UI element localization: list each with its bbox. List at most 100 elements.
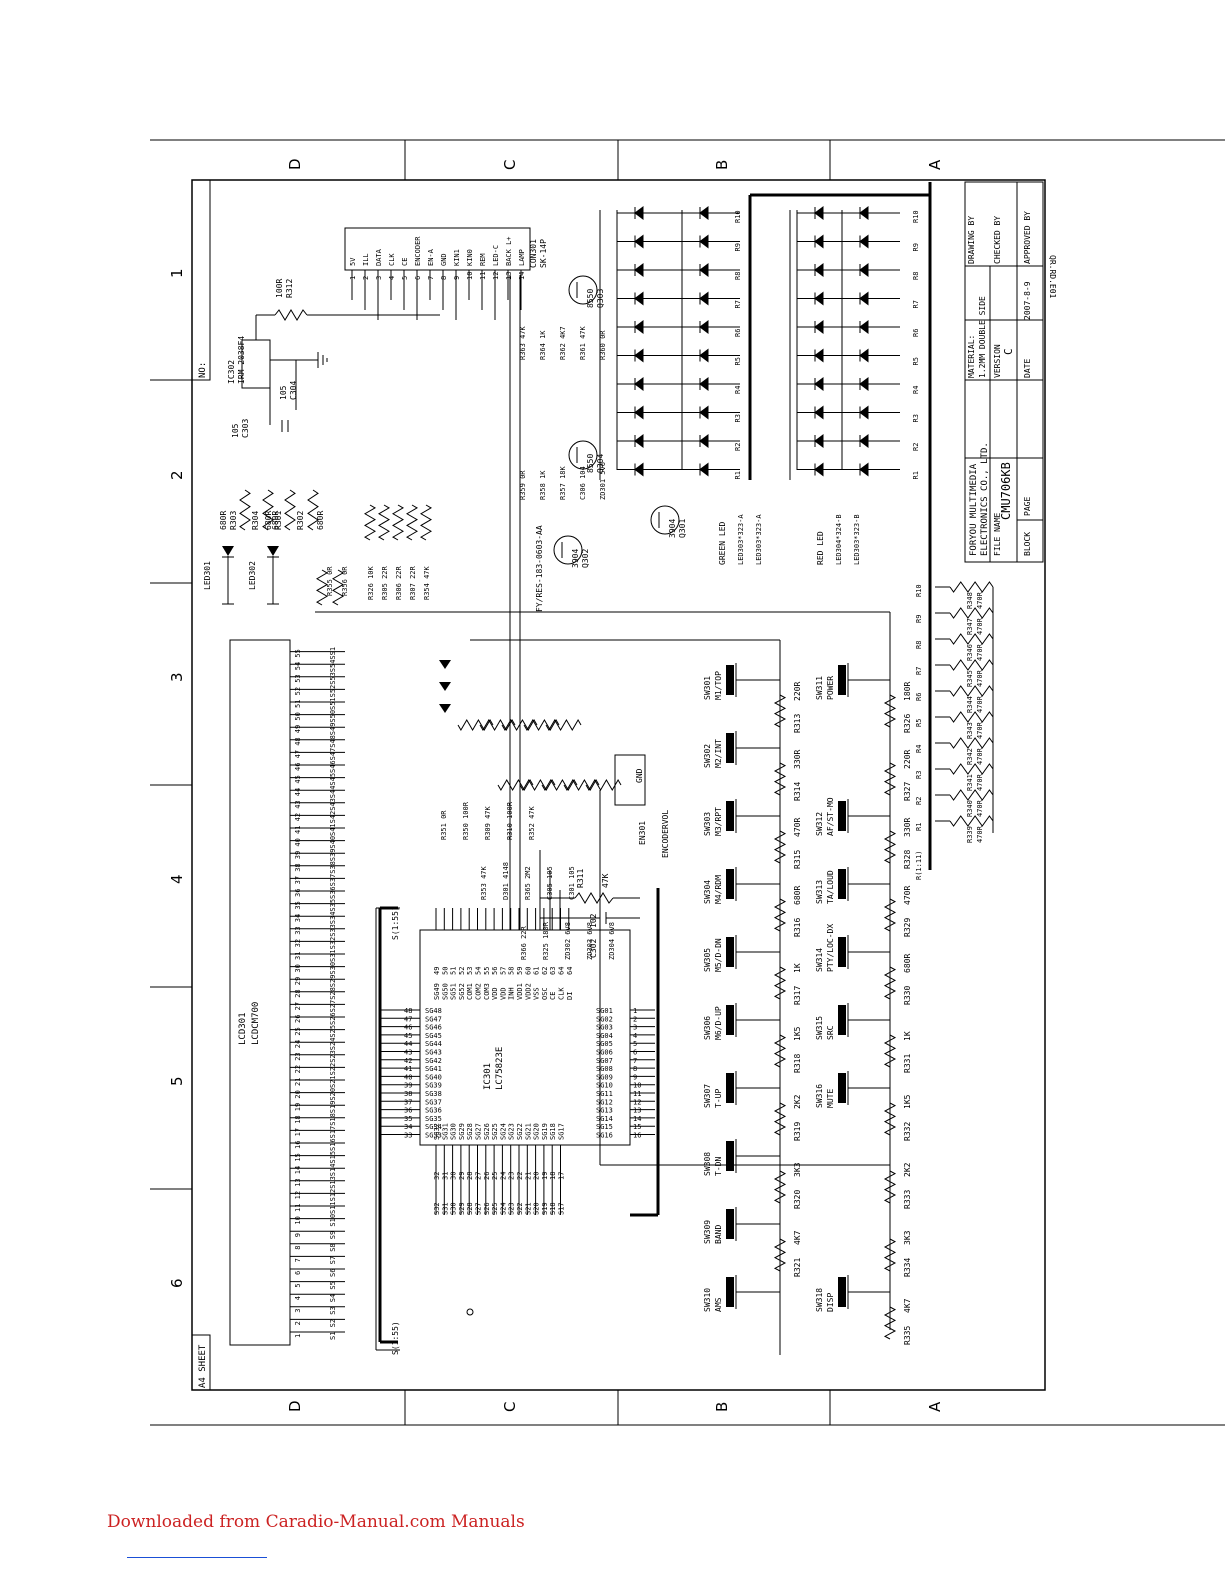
switch-label: POWER (826, 676, 835, 700)
ic-bus-label: S17 (558, 1202, 566, 1215)
r312-resistor (274, 309, 308, 321)
row-net-label: R9 (915, 615, 923, 623)
material: 1.2MM DOUBLE SIDE (978, 296, 987, 378)
lcd-pin-number: 5 (294, 1283, 302, 1287)
ic-pin-number: 8 (633, 1065, 637, 1073)
ic-pin-name: SG08 (596, 1065, 613, 1073)
ic-pin-name: VSS (533, 987, 541, 1000)
ic-pin-name: OSC (541, 987, 549, 1000)
ic-pin-name: SG45 (425, 1032, 442, 1040)
switch-label: BAND (714, 1225, 723, 1244)
lcd-pin-number: 6 (294, 1271, 302, 1275)
lcd-pin-number: 15 (294, 1153, 302, 1161)
lcd-segment-label: S24 (329, 1038, 337, 1051)
matrix-row-label: R9 (734, 243, 742, 251)
ic-bus-label: S22 (516, 1202, 524, 1215)
lcd-pin-number: 54 (294, 662, 302, 670)
lcd-segment-label: S47 (329, 748, 337, 761)
ir-cap1-val: 105 (231, 423, 240, 438)
matrix-led (634, 377, 644, 391)
ic-pin-name: SG52 (458, 983, 466, 1000)
matrix-row-label: R7 (734, 300, 742, 308)
transistor-symbol (568, 440, 598, 470)
green-led-part: LED303*323-A (737, 514, 745, 565)
ic-pin-number: 17 (558, 1172, 566, 1180)
series-resistor-label: R306 22R (395, 565, 403, 600)
red-led-label: RED LED (816, 531, 825, 565)
ladder-res-val: 1K5 (793, 1026, 802, 1041)
series-resistor (378, 504, 390, 541)
matrix-row-label: R4 (734, 386, 742, 394)
switch-ref: SW303 (703, 812, 712, 836)
zone-col-4: 4 (168, 874, 186, 884)
ic-pin-number: 11 (633, 1090, 641, 1098)
switch-label: M4/RDM (714, 875, 723, 904)
ic-pin-name: SG33 (425, 1132, 442, 1140)
ic-pin-name: SG28 (466, 1123, 474, 1140)
connector-pin-name: REM (479, 253, 487, 266)
footer-download-link[interactable]: Downloaded from Caradio-Manual.com Manua… (107, 1512, 525, 1532)
ic-pin-name: SG39 (425, 1082, 442, 1090)
osc-res-val: 47K (601, 873, 610, 888)
connector-pin-number: 3 (375, 276, 383, 280)
ic-pin-number: 21 (524, 1172, 532, 1180)
series-resistor (332, 569, 344, 606)
zone-row-bottom-C: C (501, 1402, 519, 1412)
encoder-resistor (523, 719, 560, 731)
matrix-row-label: R3 (734, 414, 742, 422)
matrix-led (814, 348, 824, 363)
ladder-res-val: 4K7 (793, 1230, 802, 1245)
connector-pin-name: DATA (375, 248, 383, 266)
ic-bus-label: S24 (499, 1202, 507, 1215)
ladder-res-val: 1K (903, 1031, 912, 1041)
drive-component-label: R361 47K (579, 325, 587, 360)
connector-pin-number: 8 (440, 276, 448, 280)
row-res-ref: R344 (966, 696, 974, 713)
ic-pin-number: 39 (404, 1082, 412, 1090)
ladder-res-val: 470R (793, 818, 802, 837)
switch-button (726, 733, 734, 763)
encoder-resistor (519, 779, 556, 791)
ic-pin-name: CE (549, 992, 557, 1000)
lcd-segment-label: S51 (329, 697, 337, 710)
row-res-ref: R346 (966, 644, 974, 661)
ic-pin-name: SG30 (450, 1123, 458, 1140)
switch-ref: SW318 (815, 1288, 824, 1312)
lcd-pin-number: 7 (294, 1258, 302, 1262)
connector-pin-number: 10 (466, 272, 474, 280)
ic-pin-number: 51 (450, 967, 458, 975)
ic-bus-label: S28 (466, 1202, 474, 1215)
doc-code: QR.RD.E01 (1048, 255, 1057, 299)
matrix-led (699, 320, 709, 334)
lcd-segment-label: S34 (329, 912, 337, 925)
encoder-part-label: R366 22R (520, 925, 528, 960)
switch-label: T-UP (714, 1089, 723, 1108)
ic-pin-name: SG38 (425, 1090, 442, 1098)
lcd-pin-number: 26 (294, 1015, 302, 1023)
ic-pin-number: 54 (475, 967, 483, 975)
encoder-resistor (457, 719, 494, 731)
row-res-ref: R339 (966, 826, 974, 843)
ic-part: LC75823E (495, 1047, 505, 1090)
ic-pin-number: 64 (558, 967, 566, 975)
matrix-led (699, 462, 709, 477)
file-name: CMU706KB (999, 462, 1013, 520)
encoder-part-label: C301 105 (568, 866, 576, 900)
encoder-resistor (585, 779, 622, 791)
ic-pin-name: SG16 (596, 1132, 613, 1140)
ic-pin-number: 64 (566, 967, 574, 975)
switch-ref: SW315 (815, 1016, 824, 1040)
ic-bus-label: S18 (549, 1202, 557, 1215)
matrix-row-label: R3 (912, 414, 920, 422)
lcd-pin-number: 50 (294, 712, 302, 720)
connector-cable: FY/RES-183-0603-AA (535, 525, 544, 612)
switch-button (838, 1005, 846, 1035)
led-ref: LED301 (203, 561, 212, 590)
lcd-segment-label: S12 (329, 1189, 337, 1202)
transistor-symbol (568, 275, 598, 305)
row-res-ref: R347 (966, 618, 974, 635)
ic-pin-number: 43 (404, 1049, 412, 1057)
lcd-segment-label: S45 (329, 773, 337, 786)
